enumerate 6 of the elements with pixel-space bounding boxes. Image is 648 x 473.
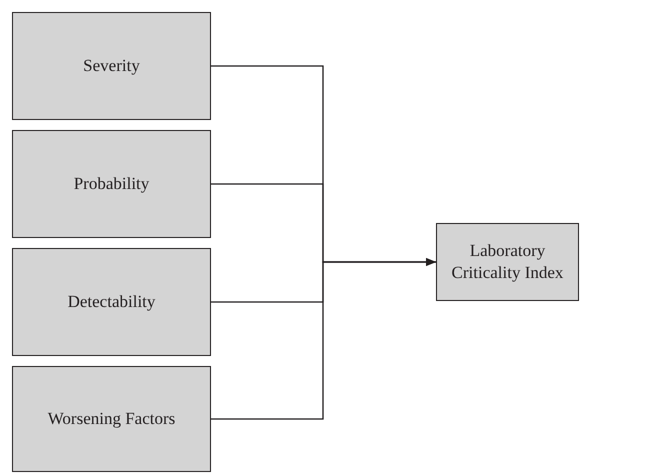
process-box: Worsening Factors [12,366,211,472]
process-box: Probability [12,130,211,238]
connector-arrow [211,258,436,420]
process-box: Severity [12,12,211,120]
process-box: Detectability [12,248,211,356]
process-box: Laboratory Criticality Index [436,223,579,301]
